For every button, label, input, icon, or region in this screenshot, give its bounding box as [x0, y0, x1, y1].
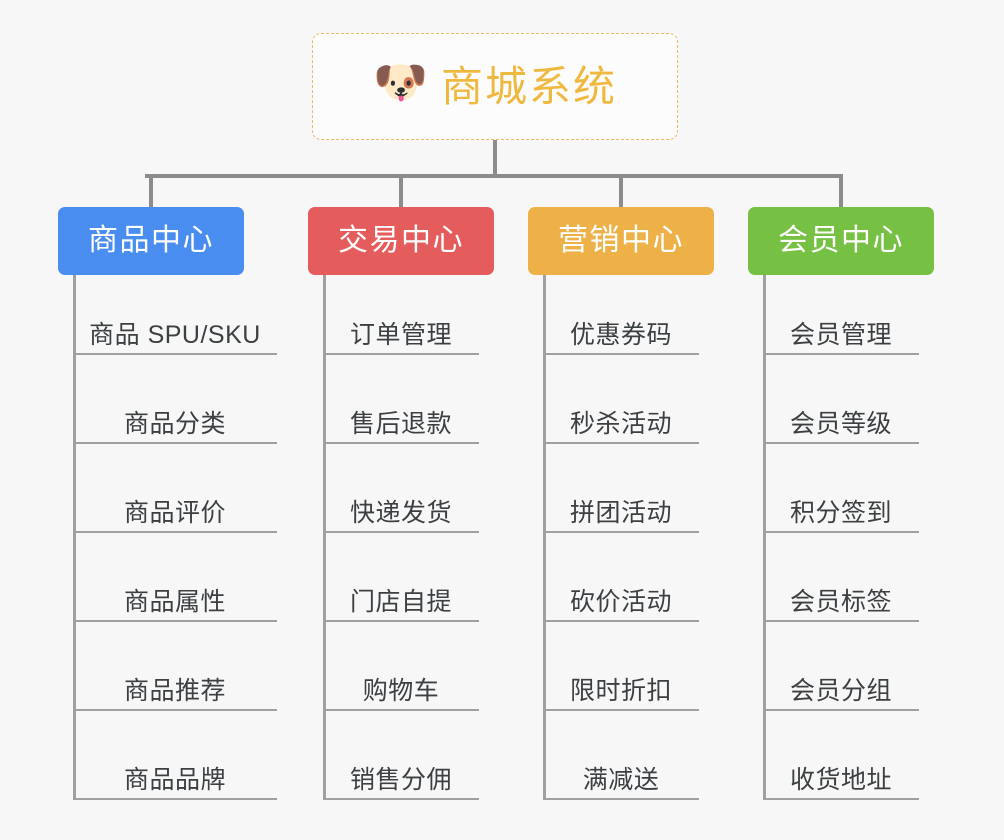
leaf-item[interactable]: 订单管理 [323, 301, 479, 355]
leaf-item[interactable]: 会员等级 [763, 390, 919, 444]
leaf-item-label: 会员等级 [789, 410, 892, 439]
leaf-item[interactable]: 商品属性 [73, 568, 277, 622]
category-label-member-center: 会员中心 [778, 224, 904, 257]
leaf-item-label: 优惠券码 [569, 321, 672, 350]
leaf-item-label: 商品分类 [123, 410, 226, 439]
column-spine-marketing-center [543, 275, 546, 800]
leaf-item[interactable]: 收货地址 [763, 746, 919, 800]
leaf-item-label: 满减送 [582, 766, 660, 795]
leaf-item-label: 限时折扣 [569, 677, 672, 706]
category-label-trade-center: 交易中心 [338, 224, 464, 257]
connector-horizontal-bus [145, 174, 839, 178]
leaf-item[interactable]: 购物车 [323, 657, 479, 711]
leaf-item[interactable]: 优惠券码 [543, 301, 699, 355]
category-box-product-center[interactable]: 商品中心 [58, 207, 244, 275]
leaf-item-label: 砍价活动 [569, 588, 672, 617]
column-spine-product-center [73, 275, 76, 800]
connector-stem-trade-center [399, 174, 403, 207]
leaf-item-label: 商品 SPU/SKU [89, 321, 261, 350]
connector-root-stem [493, 140, 497, 178]
leaf-item-label: 收货地址 [789, 766, 892, 795]
leaf-item-label: 门店自提 [349, 588, 452, 617]
leaf-item[interactable]: 销售分佣 [323, 746, 479, 800]
leaf-item-label: 售后退款 [349, 410, 452, 439]
leaf-item-label: 购物车 [362, 677, 440, 706]
root-node-title: 商城系统 [440, 62, 617, 110]
leaf-item[interactable]: 满减送 [543, 746, 699, 800]
leaf-item-label: 积分签到 [789, 499, 892, 528]
leaf-item[interactable]: 秒杀活动 [543, 390, 699, 444]
leaf-item[interactable]: 拼团活动 [543, 479, 699, 533]
leaf-item[interactable]: 快递发货 [323, 479, 479, 533]
leaf-item-label: 商品属性 [123, 588, 226, 617]
leaf-item[interactable]: 会员管理 [763, 301, 919, 355]
column-spine-member-center [763, 275, 766, 800]
leaf-item[interactable]: 售后退款 [323, 390, 479, 444]
leaf-item-label: 销售分佣 [349, 766, 452, 795]
connector-stem-marketing-center [619, 174, 623, 207]
category-label-product-center: 商品中心 [88, 224, 214, 257]
leaf-item-label: 会员分组 [789, 677, 892, 706]
leaf-item-label: 商品推荐 [123, 677, 226, 706]
column-spine-trade-center [323, 275, 326, 800]
leaf-item[interactable]: 会员分组 [763, 657, 919, 711]
leaf-item[interactable]: 商品品牌 [73, 746, 277, 800]
leaf-item[interactable]: 会员标签 [763, 568, 919, 622]
leaf-item[interactable]: 商品推荐 [73, 657, 277, 711]
leaf-item-label: 秒杀活动 [569, 410, 672, 439]
leaf-item-label: 商品评价 [123, 499, 226, 528]
shiba-dog-face-icon: 🐶 [372, 57, 428, 107]
leaf-item[interactable]: 商品评价 [73, 479, 277, 533]
connector-stem-product-center [149, 174, 153, 207]
category-box-trade-center[interactable]: 交易中心 [308, 207, 494, 275]
leaf-item[interactable]: 商品分类 [73, 390, 277, 444]
leaf-item-label: 订单管理 [349, 321, 452, 350]
category-label-marketing-center: 营销中心 [558, 224, 684, 257]
leaf-item[interactable]: 积分签到 [763, 479, 919, 533]
leaf-item-label: 快递发货 [349, 499, 452, 528]
leaf-item[interactable]: 砍价活动 [543, 568, 699, 622]
leaf-item-label: 会员管理 [789, 321, 892, 350]
connector-stem-member-center [839, 174, 843, 207]
category-box-member-center[interactable]: 会员中心 [748, 207, 934, 275]
leaf-item-label: 会员标签 [789, 588, 892, 617]
category-box-marketing-center[interactable]: 营销中心 [528, 207, 714, 275]
leaf-item[interactable]: 门店自提 [323, 568, 479, 622]
leaf-item-label: 拼团活动 [569, 499, 672, 528]
leaf-item[interactable]: 商品 SPU/SKU [73, 301, 277, 355]
leaf-item[interactable]: 限时折扣 [543, 657, 699, 711]
root-node-mall-system[interactable]: 🐶 商城系统 [312, 33, 678, 140]
leaf-item-label: 商品品牌 [123, 766, 226, 795]
